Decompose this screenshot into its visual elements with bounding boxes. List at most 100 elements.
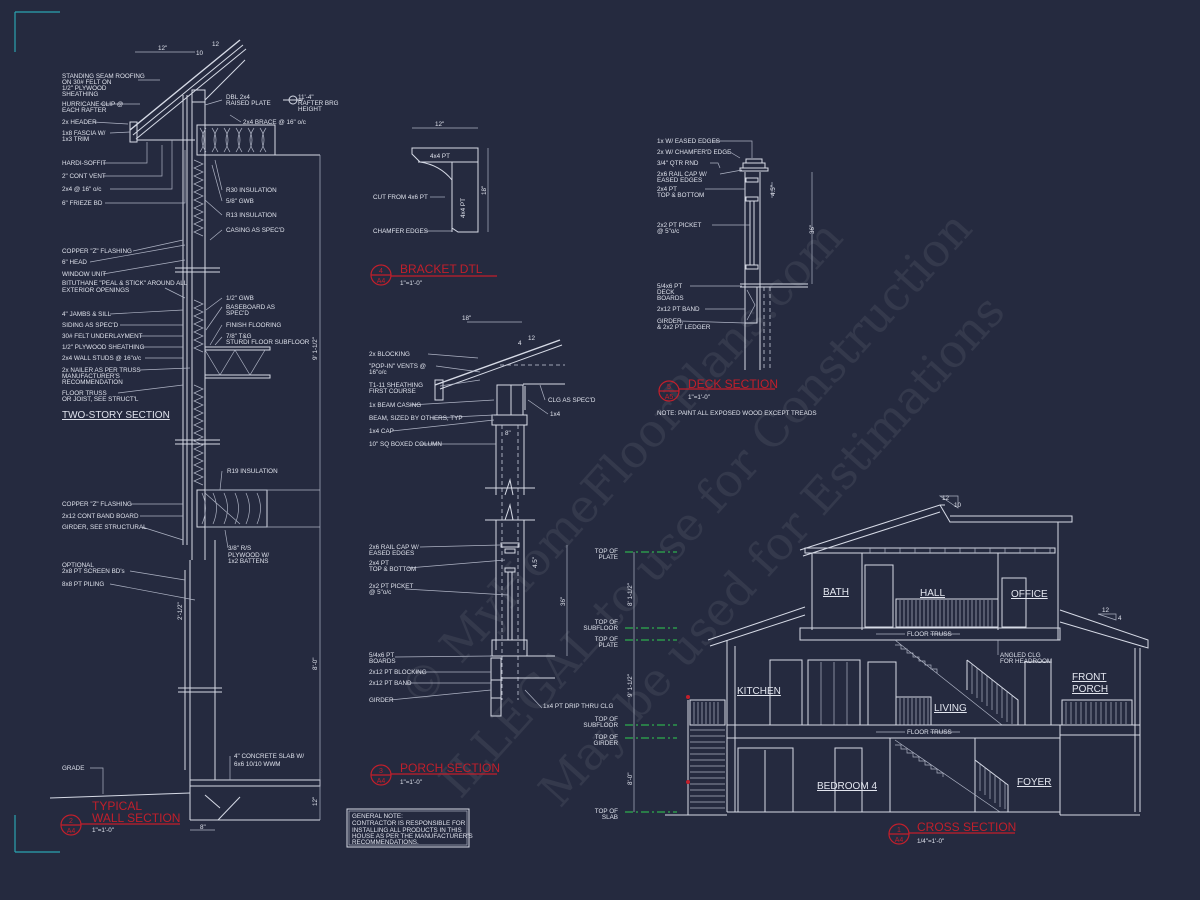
label: & 2x2 PT LEDGER — [657, 324, 711, 331]
note: FOR HEADROOM — [1000, 658, 1052, 665]
label: TOP & BOTTOM — [369, 566, 416, 573]
corner-marks — [14, 11, 60, 853]
room-label-kitchen: KITCHEN — [737, 686, 781, 697]
label: STANDING SEAM ROOFING — [62, 73, 145, 80]
label: 2x12 PT BLOCKING — [369, 669, 427, 676]
dimension: 4.5" — [532, 557, 539, 568]
label: 1x BEAM CASING — [369, 402, 421, 409]
label: EASED EDGES — [369, 550, 414, 557]
porch-section-drawing — [389, 321, 568, 717]
label: COPPER "Z" FLASHING — [62, 501, 132, 508]
label: 2x HEADER — [62, 119, 97, 126]
label: EACH RAFTER — [62, 107, 107, 114]
section-title: TYPICAL — [92, 799, 142, 813]
label: 2x2 PT PICKET — [657, 222, 701, 229]
label: COPPER "Z" FLASHING — [62, 248, 132, 255]
detail-number: 3 — [379, 768, 383, 775]
label: STURDI FLOOR SUBFLOOR — [226, 339, 310, 346]
label: 2x4 PT — [369, 560, 389, 567]
room-label-front-porch: FRONT — [1072, 672, 1106, 683]
dimension: 8" — [505, 430, 511, 437]
label: PLYWOOD W/ — [228, 552, 269, 559]
label: 2x2 PT PICKET — [369, 583, 413, 590]
dimension: 8'-0" — [627, 772, 634, 785]
level-label: SLAB — [602, 814, 618, 821]
label: SHEATHING — [62, 91, 98, 98]
label: 2x12 PT BAND — [657, 306, 700, 313]
sheet-number: A4 — [377, 278, 386, 285]
general-note-box: GENERAL NOTE: CONTRACTOR IS RESPONSIBLE … — [346, 808, 473, 848]
deck-note: NOTE: PAINT ALL EXPOSED WOOD EXCEPT TREA… — [657, 410, 817, 417]
note-line: GENERAL NOTE: — [352, 813, 403, 820]
label: 1x3 TRIM — [62, 136, 89, 143]
scale: 1"=1'-0" — [688, 394, 710, 401]
label: 4" JAMBS & SILL — [62, 311, 112, 318]
cross-section-labels: TOP OF PLATE TOP OF SUBFLOOR TOP OF PLAT… — [583, 495, 1122, 845]
dimension: 9' 1-1/2" — [627, 674, 634, 697]
section-title: WALL SECTION — [92, 811, 180, 825]
wall-section-labels: STANDING SEAM ROOFING ON 30# FELT ON 1/2… — [62, 41, 339, 831]
sheet-number: A4 — [67, 828, 76, 835]
room-label-foyer: FOYER — [1017, 777, 1051, 788]
label: @ 5"o/c — [369, 589, 391, 596]
wall-section-title: 2 A4 TYPICAL WALL SECTION 1"=1'-0" — [60, 799, 180, 836]
note-line: CONTRACTOR IS RESPONSIBLE FOR — [352, 820, 466, 827]
label: FLOOR TRUSS — [62, 390, 107, 397]
label: 1x4 — [550, 411, 561, 418]
section-title: DECK SECTION — [688, 377, 778, 391]
label: GIRDER, — [657, 318, 683, 325]
detail-number: 5 — [667, 384, 671, 391]
label: RAFTER BRG — [298, 100, 339, 107]
label: 8x8 PT PILING — [62, 581, 104, 588]
label: RAISED PLATE — [226, 100, 271, 107]
dimension: 4.5" — [770, 185, 777, 196]
label: 6x6 10/10 WWM — [234, 761, 281, 768]
note-line: RECOMMENDATIONS. — [352, 839, 419, 846]
label: 1/2" PLYWOOD SHEATHING — [62, 344, 145, 351]
detail-number: 1 — [897, 827, 901, 834]
label: HEIGHT — [298, 106, 322, 113]
level-label: GIRDER — [594, 740, 619, 747]
label: 1/2" PLYWOOD — [62, 85, 107, 92]
label: HURRICANE CLIP @ — [62, 101, 123, 108]
room-label-bedroom-4: BEDROOM 4 — [817, 781, 877, 792]
label: 2x4 WALL STUDS @ 16"o/c — [62, 355, 141, 362]
wall-section-drawing — [49, 39, 321, 831]
label: OPTIONAL — [62, 562, 94, 569]
room-label-office: OFFICE — [1011, 589, 1048, 600]
room-label-bath: BATH — [823, 587, 849, 598]
floor-truss-label: FLOOR TRUSS — [907, 729, 952, 736]
label: CLG AS SPEC'D — [548, 397, 596, 404]
label: 2x12 CONT BAND BOARD — [62, 513, 139, 520]
label: BOARDS — [369, 658, 396, 665]
label: 5/8" GWB — [226, 198, 254, 205]
section-title: PORCH SECTION — [400, 761, 500, 775]
label: "POP-IN" VENTS @ — [369, 363, 426, 370]
label: MANUFACTURER'S — [62, 373, 120, 380]
room-label-living: LIVING — [934, 703, 967, 714]
label: 10" SQ BOXED COLUMN — [369, 441, 442, 448]
label: 1x4 CAP — [369, 428, 394, 435]
label: 4x4 PT — [430, 153, 450, 160]
label: OR JOIST, SEE STRUCT'L — [62, 396, 139, 403]
label: 6" HEAD — [62, 259, 87, 266]
floor-truss-label: FLOOR TRUSS — [907, 631, 952, 638]
dimension: 4 — [518, 340, 522, 347]
dimension: 12 — [528, 335, 536, 342]
label: 2x4 BRACE @ 16" o/c — [243, 119, 306, 126]
label: BEAM, SIZED BY OTHERS, TYP — [369, 415, 463, 422]
dimension: 8" — [200, 824, 206, 831]
level-label: TOP OF — [595, 619, 618, 626]
level-label: TOP OF — [595, 548, 618, 555]
pitch: 12 — [942, 495, 950, 502]
label: CHAMFER EDGES — [373, 228, 428, 235]
deck-section-drawing — [679, 140, 813, 370]
dimension: 10 — [196, 50, 204, 57]
porch-section-labels: 2x BLOCKING "POP-IN" VENTS @ 16"o/c T1-1… — [369, 315, 613, 786]
dimension: 12" — [435, 121, 444, 128]
dimension: 8'-0" — [312, 657, 319, 670]
label: GIRDER, SEE STRUCTURAL — [62, 524, 147, 531]
label: 2x4 PT — [657, 186, 677, 193]
pitch: 4 — [1118, 615, 1122, 622]
label: R30 INSULATION — [226, 187, 277, 194]
